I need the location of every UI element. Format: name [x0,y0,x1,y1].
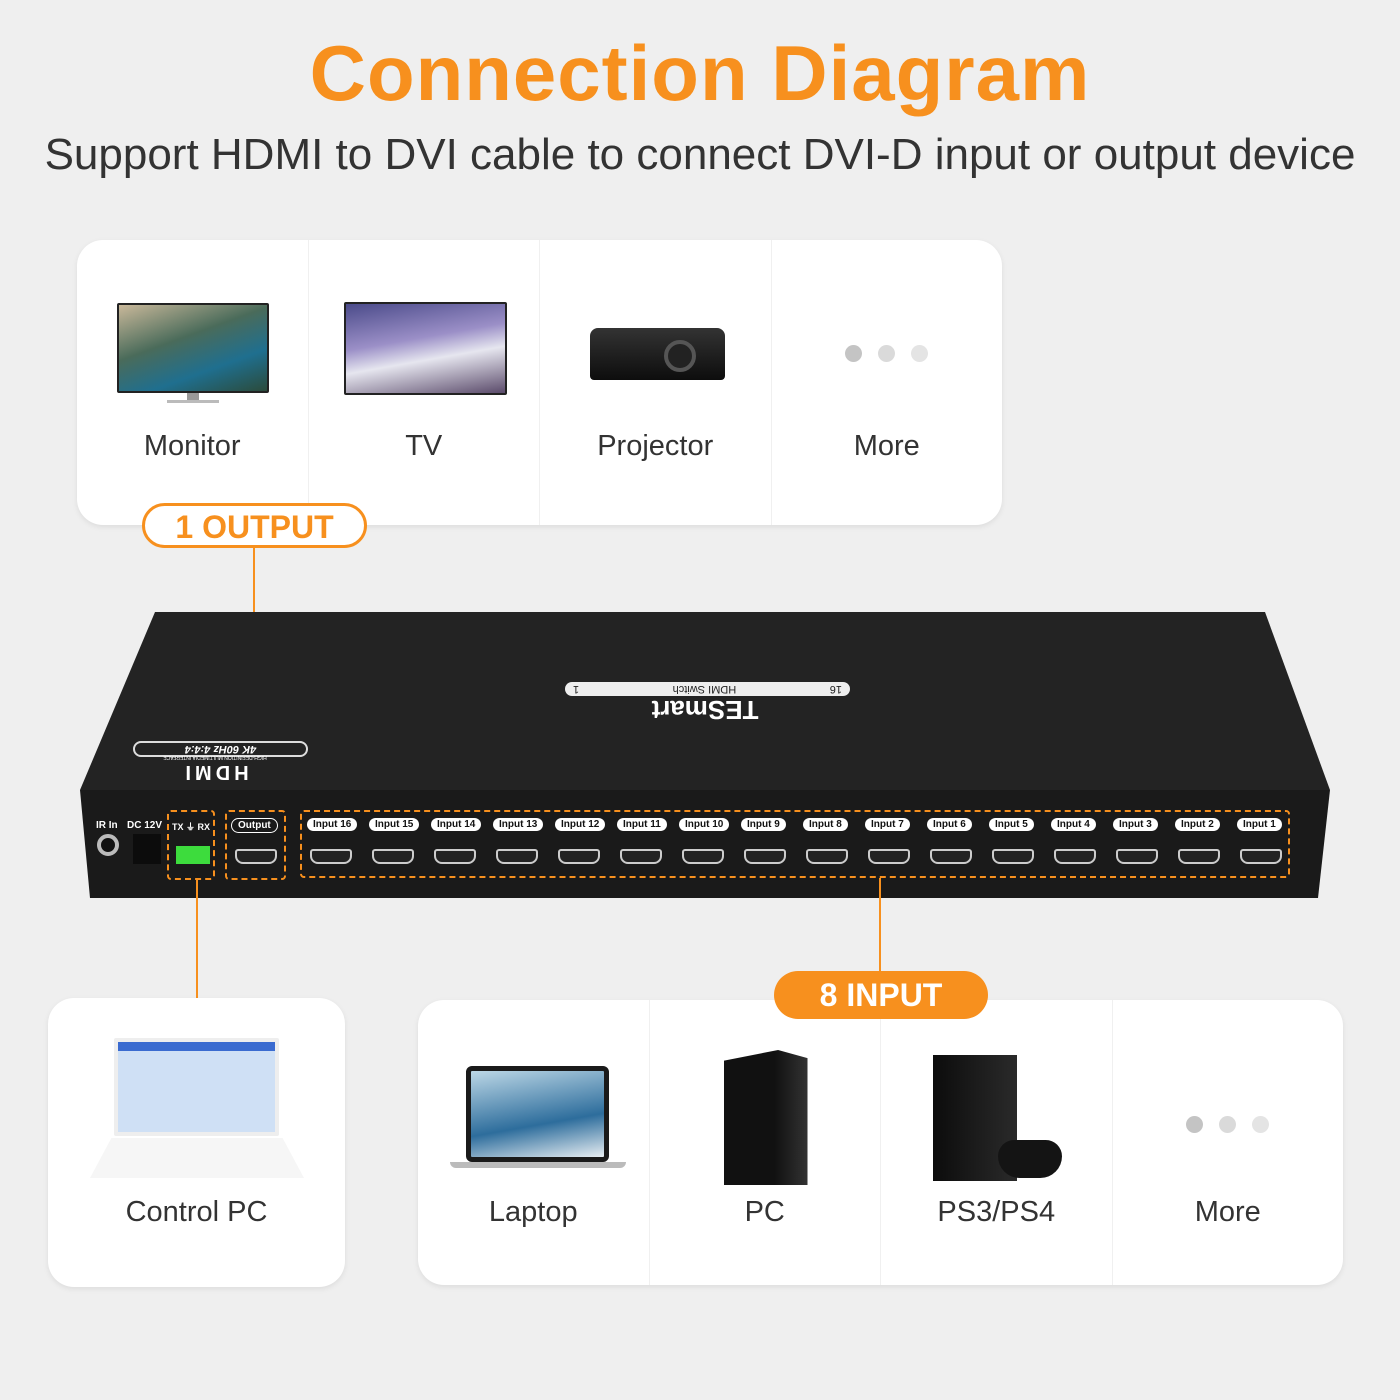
dc-port [133,834,161,864]
input-hdmi-port [620,849,662,864]
monitor-icon [117,303,269,393]
input-hdmi-port [558,849,600,864]
rs232-terminal [176,846,210,864]
input-port-label: Input 8 [803,818,848,831]
output-devices-card: Monitor TV Projector More [77,240,1002,525]
more-dots-icon [772,345,1003,367]
device-more: More [1113,1000,1344,1285]
input-port-label: Input 4 [1051,818,1096,831]
control-pc-card: Control PC [48,998,345,1287]
output-port-highlight [225,810,286,880]
input-hdmi-port [496,849,538,864]
input-devices-card: Laptop PC PS3/PS4 More [418,1000,1343,1285]
output-hdmi-port [235,849,277,864]
device-label: PC [744,1196,785,1228]
device-top [80,612,1330,790]
device-label: More [1194,1196,1261,1228]
input-port-label: Input 16 [307,818,358,831]
device-label: Laptop [488,1196,578,1228]
ir-port [97,834,119,856]
rs232-label: TX ⏚ RX [172,822,211,832]
device-more: More [772,240,1003,525]
input-hdmi-port [1178,849,1220,864]
laptop-control-icon [114,1038,279,1136]
control-connector-line [196,880,198,998]
badge-left: 16 [829,683,842,695]
input-port-label: Input 7 [865,818,910,831]
input-port-label: Input 6 [927,818,972,831]
input-hdmi-port [434,849,476,864]
output-port-label: Output [231,818,278,833]
device-console: PS3/PS4 [881,1000,1113,1285]
input-ports-highlight [300,810,1290,878]
input-hdmi-port [1116,849,1158,864]
input-connector-line [879,878,881,972]
input-port-label: Input 13 [493,818,544,831]
page-title: Connection Diagram [309,29,1091,117]
device-label: Projector [597,430,714,462]
input-port-label: Input 12 [555,818,606,831]
brand-logo: TESmart [651,695,759,725]
input-badge: 8 INPUT [774,971,988,1019]
input-port-label: Input 3 [1113,818,1158,831]
device-control-pc: Control PC [48,998,345,1287]
device-tv: TV [309,240,540,525]
input-hdmi-port [930,849,972,864]
input-port-label: Input 1 [1237,818,1282,831]
device-label: Monitor [143,430,241,462]
device-pc: PC [650,1000,881,1285]
input-hdmi-port [1054,849,1096,864]
input-port-label: Input 10 [679,818,730,831]
input-hdmi-port [682,849,724,864]
input-port-label: Input 2 [1175,818,1220,831]
input-hdmi-port [372,849,414,864]
input-hdmi-port [744,849,786,864]
device-monitor: Monitor [77,240,309,525]
laptop-icon [466,1066,609,1162]
device-label: More [853,430,920,462]
output-badge: 1 OUTPUT [142,503,367,548]
device-laptop: Laptop [418,1000,650,1285]
tv-icon [343,302,507,395]
input-port-label: Input 11 [617,818,667,831]
input-hdmi-port [806,849,848,864]
input-port-label: Input 5 [989,818,1034,831]
projector-icon [590,328,725,380]
badge-right: 1 [573,683,580,695]
device-front [80,790,1330,898]
more-dots-icon [1113,1116,1344,1138]
device-projector: Projector [540,240,772,525]
hdmi-logo: HDMI [181,761,249,783]
subtitle: Support HDMI to DVI cable to connect DVI… [44,130,1356,179]
input-hdmi-port [310,849,352,864]
input-hdmi-port [992,849,1034,864]
device-label: TV [405,430,443,462]
input-port-label: Input 15 [369,818,420,831]
pc-tower-icon [723,1050,808,1185]
device-label: Control PC [125,1196,268,1228]
input-port-label: Input 14 [431,818,482,831]
input-hdmi-port [1240,849,1282,864]
input-port-label: Input 9 [741,818,786,831]
ir-label: IR In [96,820,118,831]
rs232-highlight [167,810,215,880]
device-label: PS3/PS4 [937,1196,1056,1228]
dc-label: DC 12V [127,820,163,831]
input-hdmi-port [868,849,910,864]
